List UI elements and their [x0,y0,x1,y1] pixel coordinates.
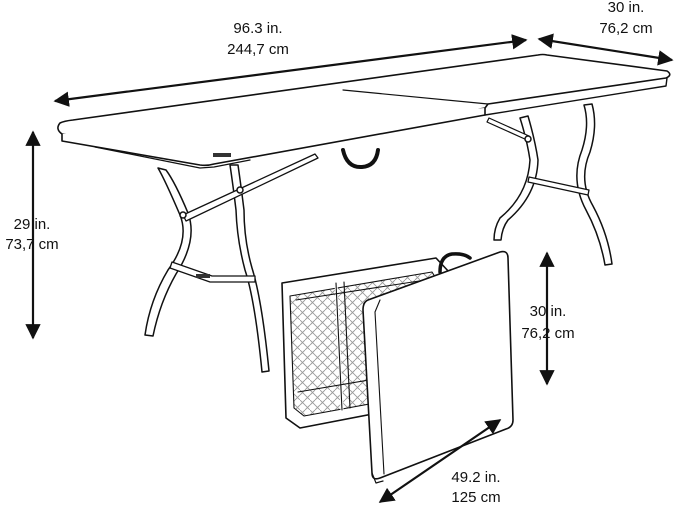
height-metric: 73,7 cm [5,236,58,253]
folded-height-imperial: 30 in. [530,303,567,320]
length-arrow [53,34,528,107]
folded-length-imperial: 49.2 in. [451,469,500,486]
table-edge [61,107,486,167]
height-imperial: 29 in. [14,216,51,233]
width-imperial: 30 in. [608,0,645,16]
folded-handle [438,252,472,274]
length-imperial: 96.3 in. [233,20,282,37]
folded-table [281,250,514,484]
left-leg [144,153,319,373]
dimension-labels: 96.3 in. 244,7 cm 30 in. 76,2 cm 29 in. … [5,0,652,506]
dimension-arrows [25,33,674,503]
right-leg [486,103,613,266]
folded-height-metric: 76,2 cm [521,325,574,342]
width-arrow [537,33,674,66]
carry-handle [341,148,380,170]
width-metric: 76,2 cm [599,20,652,37]
folded-length-arrow [378,419,502,503]
folded-length-metric: 125 cm [451,489,500,506]
length-metric: 244,7 cm [227,41,289,58]
